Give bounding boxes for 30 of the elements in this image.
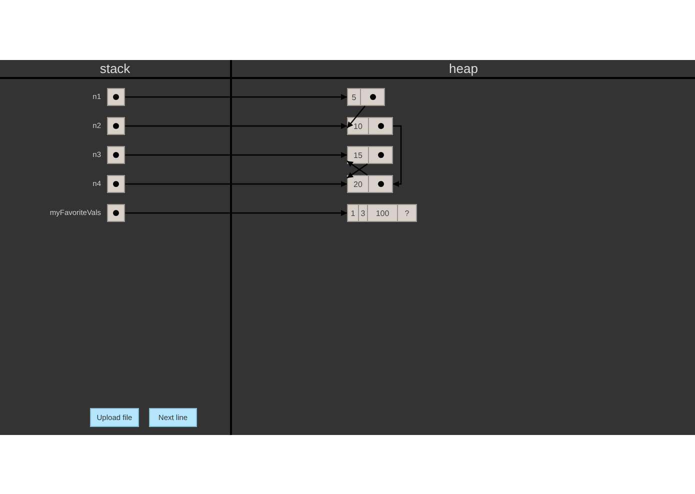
pointer-slot bbox=[107, 204, 125, 222]
list-node bbox=[347, 88, 385, 106]
node-value: 20 bbox=[352, 178, 364, 190]
node-value: 15 bbox=[352, 150, 364, 162]
pointer-slot bbox=[107, 175, 125, 193]
panel-title: stack bbox=[100, 60, 130, 77]
pointer-arrow bbox=[346, 164, 368, 178]
panel-title: heap bbox=[449, 60, 478, 77]
pointer-arrow bbox=[125, 94, 347, 100]
pointer-slot bbox=[107, 117, 125, 135]
array-element: ? bbox=[397, 205, 416, 221]
pointer-slot bbox=[107, 146, 125, 164]
stack-panel bbox=[0, 60, 232, 435]
list-node bbox=[347, 175, 393, 193]
node-value: 5 bbox=[350, 92, 358, 104]
list-node bbox=[347, 146, 393, 164]
node-value: 10 bbox=[352, 120, 364, 132]
array-block bbox=[347, 204, 417, 222]
pointer-arrow bbox=[125, 181, 347, 187]
array-element: 100 bbox=[367, 205, 397, 221]
array-element: 1 bbox=[350, 208, 356, 220]
list-node bbox=[347, 117, 393, 135]
array-element: 3 bbox=[358, 205, 367, 221]
pointer-arrow bbox=[125, 210, 347, 216]
pointer-arrow bbox=[346, 160, 368, 176]
pointer-slot bbox=[107, 88, 125, 106]
pointer-arrow bbox=[125, 123, 347, 129]
pointer-arrow bbox=[393, 125, 402, 187]
pointer-arrow bbox=[125, 152, 347, 158]
pointer-arrow bbox=[346, 106, 366, 128]
